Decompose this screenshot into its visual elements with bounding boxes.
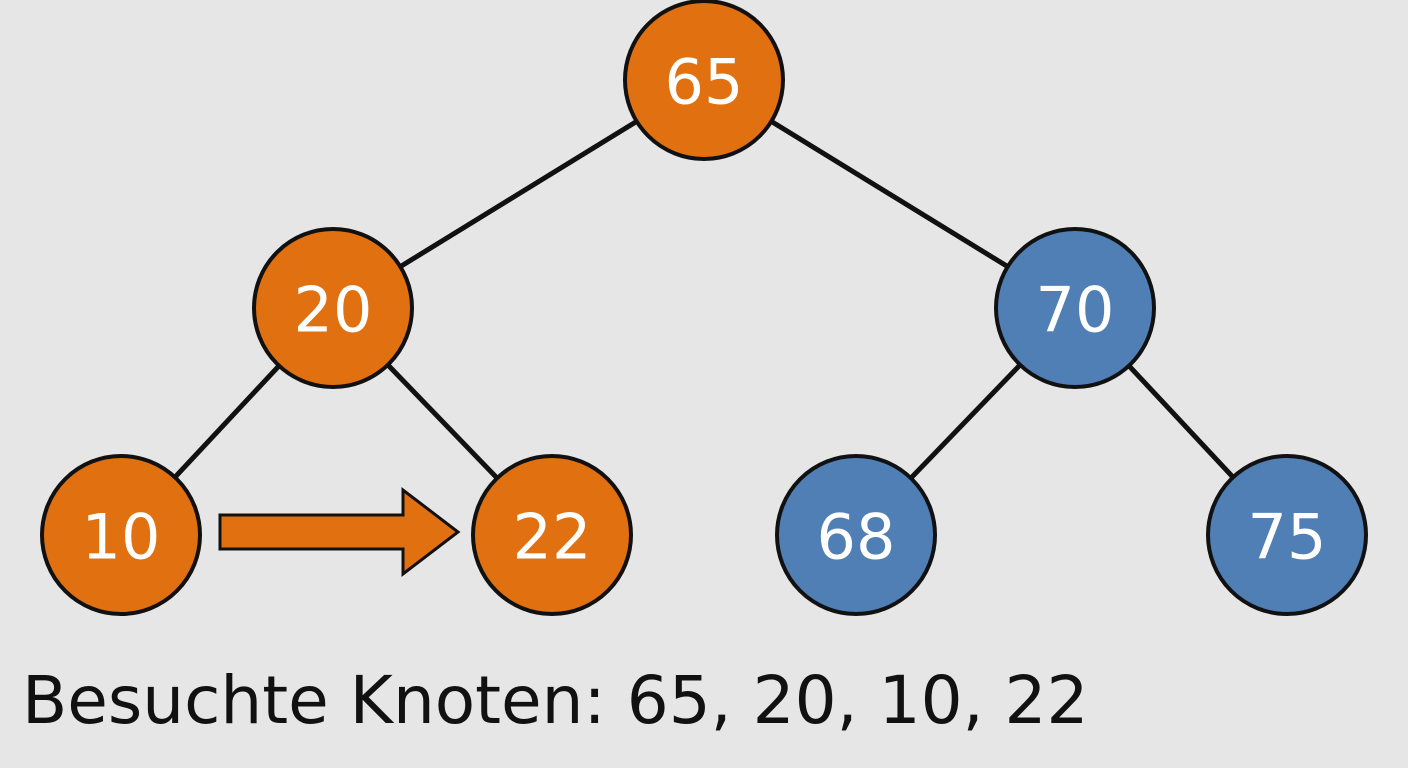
node-circle-65 — [623, 0, 785, 161]
node-label-10: 10 — [82, 501, 161, 574]
tree-node-65: 65 — [623, 0, 785, 161]
node-circle-10 — [40, 454, 202, 616]
tree-node-10: 10 — [40, 454, 202, 616]
binary-tree-diagram: 65 20 70 10 22 68 75 — [40, 0, 1368, 616]
node-label-70: 70 — [1036, 274, 1115, 347]
node-circle-70 — [994, 227, 1156, 389]
node-label-65: 65 — [665, 46, 744, 119]
node-circle-22 — [471, 454, 633, 616]
node-label-68: 68 — [817, 501, 896, 574]
node-circle-75 — [1206, 454, 1368, 616]
tree-node-20: 20 — [252, 227, 414, 389]
node-label-75: 75 — [1248, 501, 1327, 574]
tree-node-22: 22 — [471, 454, 633, 616]
node-circle-20 — [252, 227, 414, 389]
tree-nodes: 65 20 70 10 22 68 75 — [40, 0, 1368, 616]
tree-node-75: 75 — [1206, 454, 1368, 616]
node-circle-68 — [775, 454, 937, 616]
node-label-20: 20 — [294, 274, 373, 347]
tree-node-68: 68 — [775, 454, 937, 616]
traversal-arrow-layer — [218, 486, 461, 578]
visited-nodes-caption: Besuchte Knoten: 65, 20, 10, 22 — [22, 662, 1089, 739]
node-label-22: 22 — [513, 501, 592, 574]
traversal-arrow — [218, 486, 461, 578]
tree-node-70: 70 — [994, 227, 1156, 389]
